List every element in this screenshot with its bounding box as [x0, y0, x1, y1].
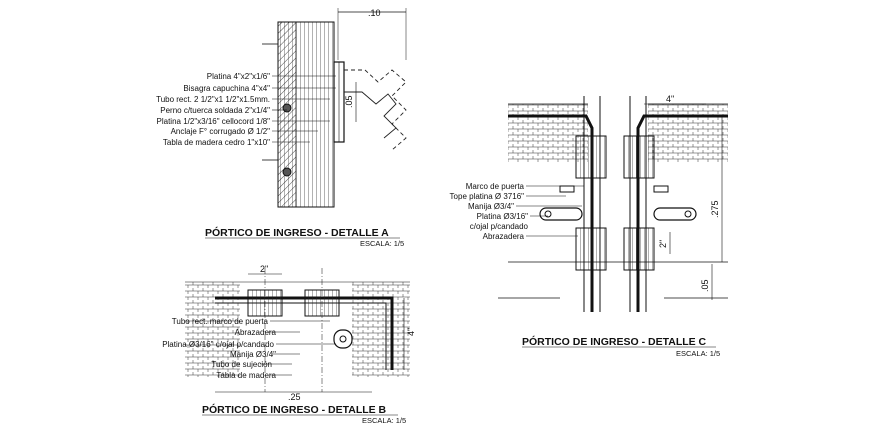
detail-b-title: PÓRTICO DE INGRESO - DETALLE B	[202, 403, 387, 416]
detail-c-frame-right	[636, 114, 728, 312]
detail-a-label-platina-cellocord: Platina 1/2"x3/16" cellocord 1/8"	[157, 117, 271, 126]
detail-a-label-tubo: Tubo rect. 2 1/2"x1 1/2"x1.5mm.	[156, 95, 270, 104]
detail-c-dim-bottom: .05	[700, 279, 710, 292]
detail-c-label-abrazadera: Abrazadera	[483, 232, 525, 241]
detail-c-label-marco: Marco de puerta	[466, 182, 525, 191]
detail-c-label-manija: Manija Ø3/4"	[468, 202, 514, 211]
detail-a-label-perno: Perno c/tuerca soldada 2"x1/4"	[160, 106, 270, 115]
detail-a-leaders	[272, 75, 336, 143]
detail-a-title: PÓRTICO DE INGRESO - DETALLE A	[205, 226, 389, 239]
detail-c-label-platina: Platina Ø3/16"	[477, 212, 528, 221]
detail-b-label-sujecion: Tubo de sujeción	[211, 360, 272, 369]
detail-b: 2" 4" .25 Tubo rect. marco de puerta Abr…	[162, 264, 416, 425]
detail-c-clamp-lower-left	[575, 227, 607, 271]
detail-a-door-swing	[344, 69, 407, 151]
detail-a-wall-section	[277, 21, 297, 208]
detail-c-stop-plate	[559, 185, 575, 193]
detail-b-lock-plate	[333, 329, 353, 349]
detail-b-dim-bottom: .25	[288, 392, 301, 402]
detail-c-label-ojal: c/ojal p/candado	[470, 222, 529, 231]
detail-c: 4" .275 2" .05 Marco de puerta Tope plat…	[450, 94, 728, 358]
detail-a: .10 .05 Platina 4"x2"x1/6" Bisagra capuc…	[156, 8, 407, 248]
detail-a-scale: ESCALA: 1/5	[360, 239, 404, 248]
detail-c-wall-right	[648, 104, 728, 162]
detail-c-wall-left	[508, 104, 588, 162]
detail-c-frame-left	[508, 114, 594, 312]
detail-b-scale: ESCALA: 1/5	[362, 416, 406, 425]
detail-c-label-tope: Tope platina Ø 3716"	[450, 192, 525, 201]
detail-a-label-tabla: Tabla de madera cedro 1"x10"	[163, 138, 270, 147]
detail-a-hinge-leaf	[344, 91, 397, 139]
detail-a-dim-side: .05	[344, 95, 354, 108]
detail-c-clamp-upper-left	[575, 135, 607, 179]
detail-b-label-manija: Manija Ø3/4"	[230, 350, 276, 359]
detail-a-label-anclaje: Anclaje F° corrugado Ø 1/2"	[171, 127, 271, 136]
detail-a-anchor	[282, 167, 292, 177]
detail-c-dim-top: 4"	[666, 94, 674, 104]
detail-b-label-platina: Platina Ø3/16" c/ojal p/candado	[162, 340, 274, 349]
detail-c-scale: ESCALA: 1/5	[676, 349, 720, 358]
detail-c-lock-plate	[539, 207, 583, 221]
detail-b-label-tubo: Tubo rect. marco de puerta	[172, 317, 269, 326]
detail-c-dim-right: .275	[710, 200, 720, 218]
detail-b-label-abrazadera: Abrazadera	[235, 328, 277, 337]
detail-c-clamp-upper-right	[623, 135, 655, 179]
detail-b-dim-right: 4"	[406, 328, 416, 336]
detail-a-dim-top: .10	[368, 8, 381, 18]
detail-c-dim-mid: 2"	[658, 240, 668, 248]
detail-b-label-tabla: Tabla de madera	[216, 371, 276, 380]
detail-a-label-platina: Platina 4"x2"x1/6"	[207, 72, 270, 81]
detail-c-clamp-lower-right	[623, 227, 655, 271]
detail-c-title: PÓRTICO DE INGRESO - DETALLE C	[522, 335, 707, 348]
detail-a-bolt	[282, 103, 292, 113]
detail-b-dim-top: 2"	[260, 264, 268, 274]
detail-a-label-bisagra: Bisagra capuchina 4"x4"	[183, 84, 270, 93]
